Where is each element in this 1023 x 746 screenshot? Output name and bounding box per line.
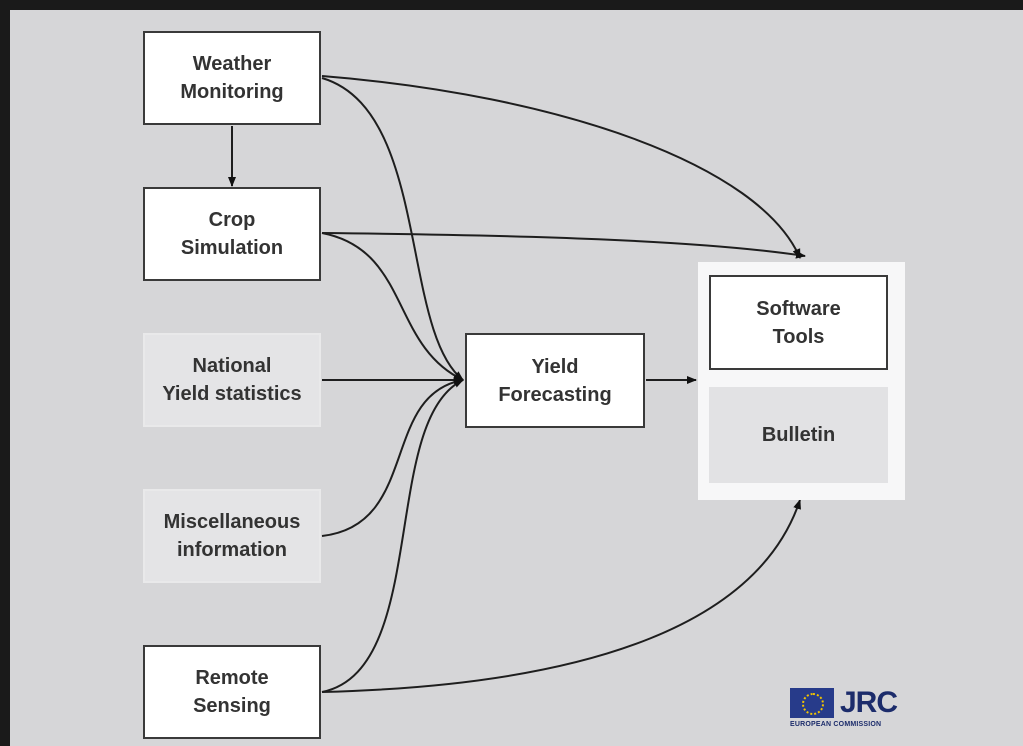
yield-forecasting-label: Yield Forecasting xyxy=(498,355,612,406)
software-tools-label: Software Tools xyxy=(756,297,841,348)
weather-monitoring-box: Weather Monitoring xyxy=(143,31,321,125)
arrow-weather-to-yield xyxy=(321,77,464,381)
arrow-misc-to-yield xyxy=(321,377,464,537)
eu-stars-icon xyxy=(802,693,824,715)
jrc-logo: JRC EUROPEAN COMMISSION xyxy=(790,686,910,732)
remote-sensing-box: Remote Sensing xyxy=(143,645,321,739)
european-commission-label: EUROPEAN COMMISSION xyxy=(790,721,882,728)
bulletin-label: Bulletin xyxy=(761,424,836,446)
yield-forecasting-box: Yield Forecasting xyxy=(465,333,645,428)
crop-simulation-box: Crop Simulation xyxy=(143,187,321,281)
national-yield-statistics-label: National Yield statistics xyxy=(162,355,302,405)
bulletin-box: Bulletin xyxy=(709,387,888,483)
arrow-remote-to-bulletin xyxy=(321,499,801,693)
jrc-acronym: JRC xyxy=(840,686,898,719)
national-yield-statistics-box: National Yield statistics xyxy=(143,333,321,427)
remote-sensing-label: Remote Sensing xyxy=(193,667,271,717)
eu-flag-icon xyxy=(790,688,834,718)
weather-monitoring-label: Weather Monitoring xyxy=(180,53,284,103)
miscellaneous-information-box: Miscellaneous information xyxy=(143,489,321,583)
miscellaneous-information-label: Miscellaneous information xyxy=(163,511,301,561)
software-tools-box: Software Tools xyxy=(709,275,888,370)
crop-simulation-label: Crop Simulation xyxy=(180,209,284,259)
arrow-weather-to-software xyxy=(321,75,801,259)
arrow-remote-to-yield xyxy=(321,379,464,693)
arrow-crop-to-software xyxy=(321,232,806,259)
output-panel: Software Tools Bulletin xyxy=(698,262,905,500)
arrow-crop-to-yield xyxy=(321,232,464,381)
